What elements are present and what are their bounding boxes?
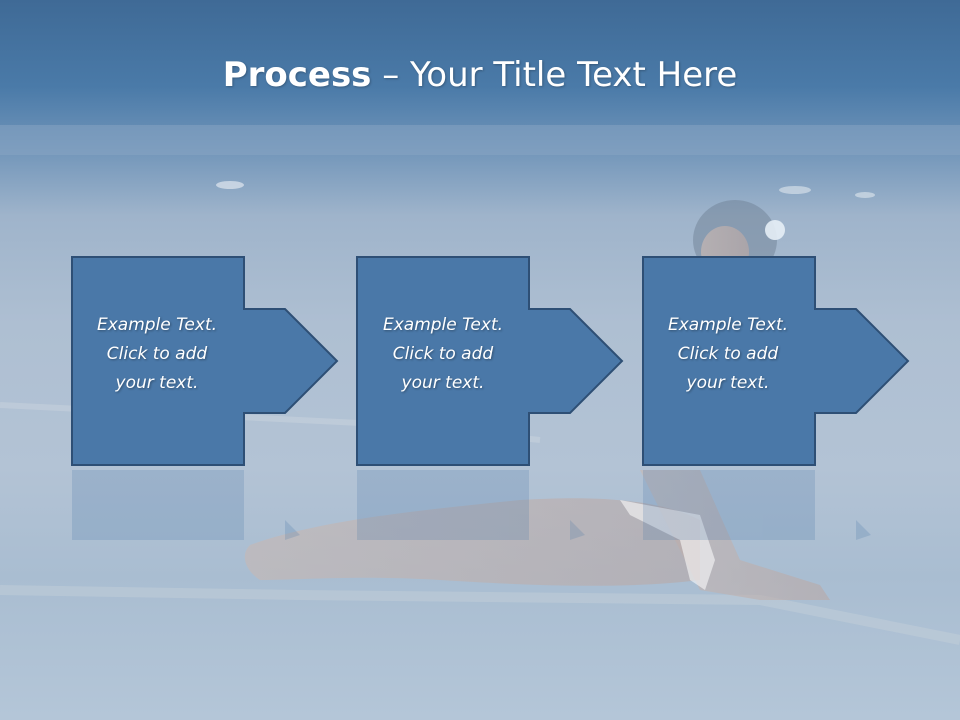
- title-rest: – Your Title Text Here: [371, 55, 738, 95]
- step-1-line-1: Example Text.: [96, 315, 218, 335]
- process-reflection: [72, 470, 871, 540]
- process-step-2[interactable]: [356, 256, 624, 466]
- step-1-text[interactable]: Example Text. Click to add your text.: [72, 311, 242, 398]
- step-2-line-2: Click to add: [392, 344, 494, 364]
- step-2-line-3: your text.: [401, 373, 485, 393]
- step-3-text[interactable]: Example Text. Click to add your text.: [643, 311, 813, 398]
- slide-title[interactable]: Process – Your Title Text Here: [0, 52, 960, 98]
- step-2-line-1: Example Text.: [382, 315, 504, 335]
- step-1-line-3: your text.: [115, 373, 199, 393]
- step-1-line-2: Click to add: [106, 344, 208, 364]
- process-step-3[interactable]: [642, 256, 910, 466]
- step-3-line-1: Example Text.: [667, 315, 789, 335]
- step-3-line-2: Click to add: [677, 344, 779, 364]
- title-bold: Process: [222, 55, 372, 95]
- process-step-1[interactable]: [71, 256, 339, 466]
- step-3-line-3: your text.: [686, 373, 770, 393]
- step-2-text[interactable]: Example Text. Click to add your text.: [358, 311, 528, 398]
